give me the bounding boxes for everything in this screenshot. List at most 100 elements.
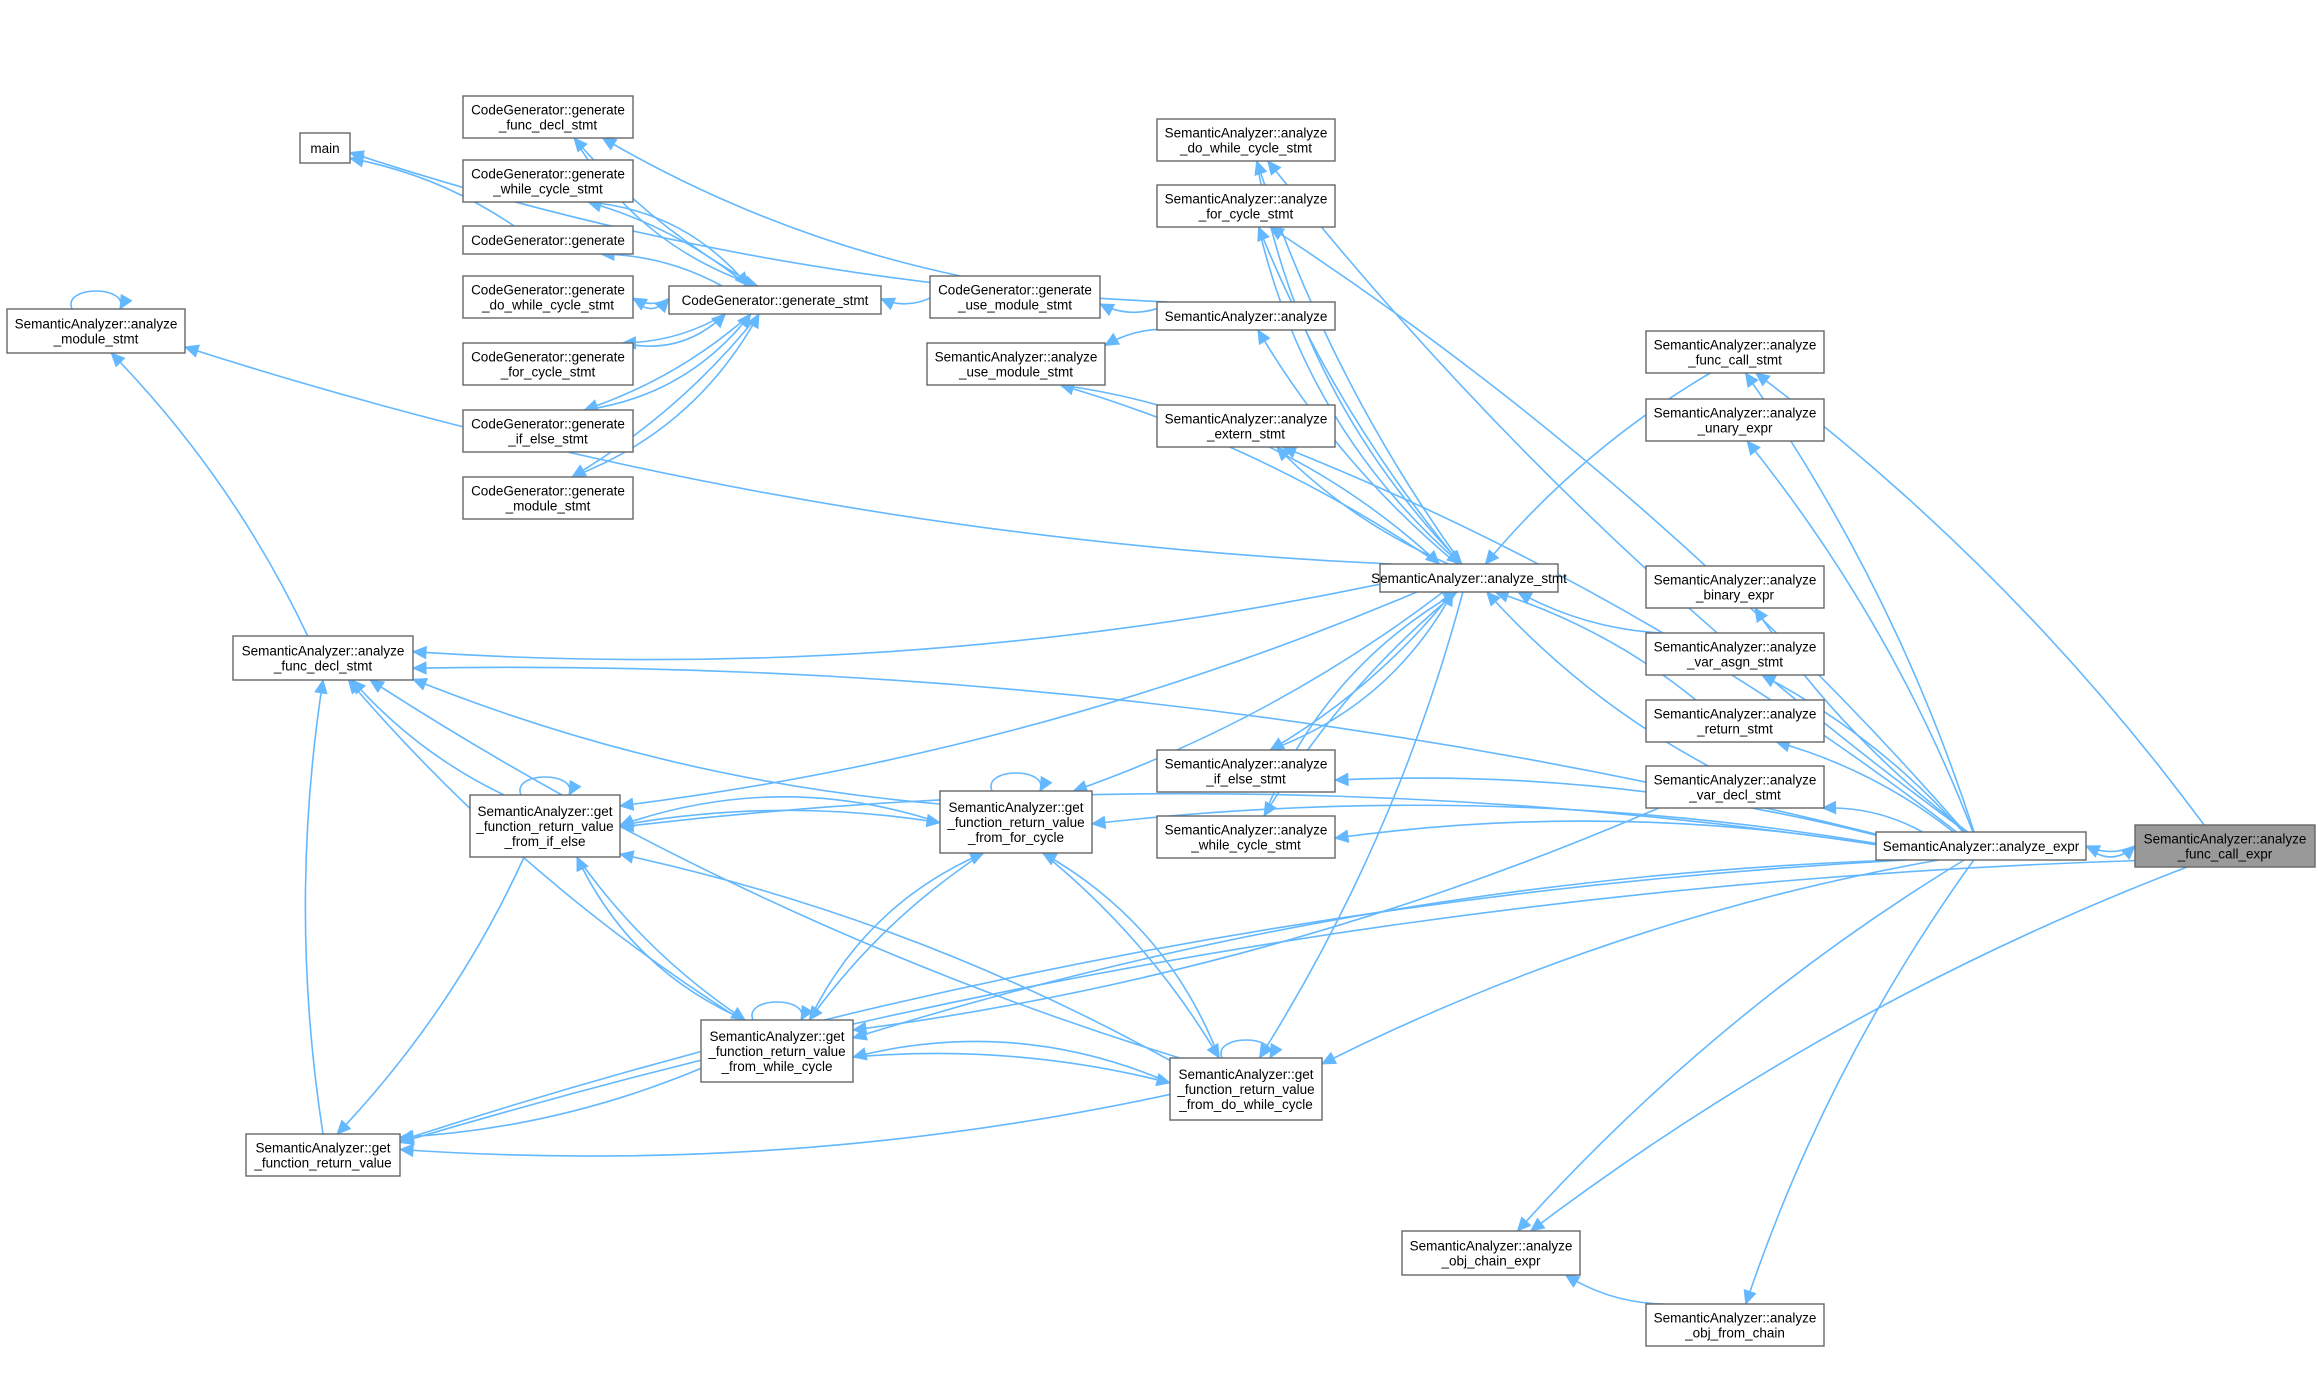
edge-sa_grv_while-to-sa_grv-line (399, 1067, 702, 1139)
edge-sa_expr-to-sa_if_else-line (1334, 777, 1877, 837)
node-sa-grv-if-else[interactable]: SemanticAnalyzer::get_function_return_va… (469, 794, 621, 858)
edge-sa_grv_if_else-to-sa_grv-line (336, 856, 525, 1135)
node-sa-unary[interactable]: SemanticAnalyzer::analyze_unary_expr (1645, 398, 1825, 442)
edge-cg_generate-to-main-arrowhead (348, 154, 365, 168)
edge-cg_gen_stmt-to-cg_gen_module (571, 313, 760, 478)
edge-sa_stmt-to-sa_grv_for-line (1073, 591, 1444, 792)
node-label-line: _func_call_expr (2177, 847, 2273, 862)
node-label-line: SemanticAnalyzer::analyze (242, 644, 405, 659)
node-label-line: SemanticAnalyzer::analyze (1165, 309, 1328, 324)
node-sa-func-call-expr[interactable]: SemanticAnalyzer::analyze_func_call_expr (2134, 824, 2316, 868)
node-sa-if-else[interactable]: SemanticAnalyzer::analyze_if_else_stmt (1156, 749, 1336, 793)
edge-sa_stmt-to-sa_module_stmt-arrowhead (183, 344, 200, 358)
node-box (1645, 699, 1825, 743)
node-sa-func-decl[interactable]: SemanticAnalyzer::analyze_func_decl_stmt (232, 635, 414, 681)
node-cg-gen-stmt[interactable]: CodeGenerator::generate_stmt (668, 285, 882, 315)
node-sa-expr[interactable]: SemanticAnalyzer::analyze_expr (1875, 831, 2087, 861)
edge-sa_func_call_expr-to-sa_func_call_stmt-arrowhead (1754, 372, 1771, 387)
node-sa-do-while[interactable]: SemanticAnalyzer::analyze_do_while_cycle… (1156, 118, 1336, 162)
edge-sa_expr-to-sa_var_decl-arrowhead (1821, 800, 1837, 815)
edge-sa_stmt-to-sa_extern-line (1276, 446, 1449, 565)
node-label-line: CodeGenerator::generate (471, 103, 625, 118)
edge-sa_stmt-to-sa_func_decl (411, 583, 1381, 661)
edge-sa_return-to-sa_stmt-line (1494, 591, 1697, 701)
node-sa-func-call-stmt[interactable]: SemanticAnalyzer::analyze_func_call_stmt (1645, 330, 1825, 374)
edge-cg_gen_do_while-to-cg_gen_stmt-arrowhead (654, 297, 670, 314)
node-cg-gen-module[interactable]: CodeGenerator::generate_module_stmt (462, 476, 634, 520)
edge-sa_expr-to-sa_obj_chain (1516, 859, 1965, 1232)
node-label-line: _obj_from_chain (1684, 1326, 1785, 1341)
node-sa-module-stmt[interactable]: SemanticAnalyzer::analyze_module_stmt (6, 308, 186, 354)
node-box (939, 790, 1093, 854)
edge-sa_stmt-to-sa_grv_if_else (618, 591, 1418, 811)
edge-sa_obj_from_chain-to-sa_obj_chain (1564, 1274, 1664, 1305)
edge-sa_expr-to-sa_extern-line (1282, 446, 1957, 833)
node-sa-binary[interactable]: SemanticAnalyzer::analyze_binary_expr (1645, 565, 1825, 609)
edge-sa_grv_do_while-to-sa_grv_for-line (1042, 852, 1221, 1059)
edge-cg_gen_stmt-to-cg_gen_module-arrowhead (571, 464, 588, 478)
edge-sa_grv_if_else-to-sa_func_decl (351, 679, 505, 796)
node-sa-grv-do-while[interactable]: SemanticAnalyzer::get_function_return_va… (1169, 1057, 1323, 1121)
edge-sa_func_decl-to-sa_module_stmt (110, 352, 309, 637)
node-label-line: SemanticAnalyzer::analyze (1165, 126, 1328, 141)
node-label-line: SemanticAnalyzer::get (709, 1029, 844, 1044)
node-label-line: _obj_chain_expr (1440, 1254, 1541, 1269)
node-sa-grv[interactable]: SemanticAnalyzer::get_function_return_va… (245, 1133, 401, 1177)
node-cg-gen-if-else[interactable]: CodeGenerator::generate_if_else_stmt (462, 409, 634, 453)
node-sa-var-asgn[interactable]: SemanticAnalyzer::analyze_var_asgn_stmt (1645, 632, 1825, 676)
edge-sa_var_decl-to-sa_grv_while (851, 807, 1660, 1036)
edge-sa_func_call_expr-to-sa_func_call_stmt-line (1755, 372, 2205, 826)
edge-sa_func_call_expr-to-sa_obj_chain (1529, 866, 2188, 1232)
edge-sa_grv_while-to-sa_grv_if_else (576, 855, 746, 1021)
edge-sa_stmt-to-sa_use_module-line (1060, 384, 1440, 565)
edge-sa_grv_if_else-to-sa_grv_for (619, 809, 942, 828)
node-label-line: SemanticAnalyzer::get (948, 800, 1083, 815)
node-label-line: _var_decl_stmt (1688, 788, 1781, 803)
node-sa-for-cycle[interactable]: SemanticAnalyzer::analyze_for_cycle_stmt (1156, 184, 1336, 228)
node-label-line: CodeGenerator::generate (471, 233, 625, 248)
node-sa-return[interactable]: SemanticAnalyzer::analyze_return_stmt (1645, 699, 1825, 743)
node-label-line: _var_asgn_stmt (1686, 655, 1783, 670)
edge-cg_gen_stmt-to-cg_gen_module-line (571, 313, 760, 478)
node-cg-generate[interactable]: CodeGenerator::generate (462, 225, 634, 255)
node-sa-while[interactable]: SemanticAnalyzer::analyze_while_cycle_st… (1156, 815, 1336, 859)
node-main[interactable]: main (299, 132, 351, 164)
edge-sa_func_call_expr-to-sa_func_call_stmt (1754, 372, 2205, 826)
node-box (462, 342, 634, 386)
node-sa-stmt[interactable]: SemanticAnalyzer::analyze_stmt (1371, 563, 1567, 593)
node-sa-grv-for[interactable]: SemanticAnalyzer::get_function_return_va… (939, 790, 1093, 854)
node-label-line: SemanticAnalyzer::analyze (1165, 757, 1328, 772)
edge-sa_grv_do_while-to-sa_grv_while-line (852, 1040, 1171, 1084)
node-sa-obj-chain[interactable]: SemanticAnalyzer::analyze_obj_chain_expr (1401, 1230, 1581, 1276)
node-box (1379, 563, 1559, 593)
edge-cg_gen_use_module-to-cg_gen_stmt (879, 297, 931, 311)
edge-sa_if_else-to-sa_stmt-line (1269, 591, 1454, 751)
node-box (1645, 765, 1825, 809)
edge-sa_grv_do_while-to-sa_grv_while (851, 1040, 1171, 1084)
node-box (1645, 398, 1825, 442)
edge-cg_gen_do_while-to-cg_gen_stmt (632, 297, 670, 314)
node-box (299, 132, 351, 164)
node-sa-use-module[interactable]: SemanticAnalyzer::analyze_use_module_stm… (926, 342, 1106, 386)
node-cg-gen-for[interactable]: CodeGenerator::generate_for_cycle_stmt (462, 342, 634, 386)
edge-cg_gen_use_module-to-cg_gen_func_decl-line (602, 137, 961, 277)
node-sa-obj-from-chain[interactable]: SemanticAnalyzer::analyze_obj_from_chain (1645, 1303, 1825, 1347)
node-cg-gen-do-while[interactable]: CodeGenerator::generate_do_while_cycle_s… (462, 275, 634, 319)
edge-sa_grv_for-to-sa_grv_if_else-arrowhead (618, 814, 635, 828)
node-cg-gen-while[interactable]: CodeGenerator::generate_while_cycle_stmt (462, 159, 634, 203)
node-sa-var-decl[interactable]: SemanticAnalyzer::analyze_var_decl_stmt (1645, 765, 1825, 809)
edge-sa_analyze-to-cg_gen_use_module-arrowhead (1098, 303, 1116, 317)
edge-sa_stmt-to-sa_if_else-arrowhead (1269, 737, 1286, 751)
node-sa-grv-while[interactable]: SemanticAnalyzer::get_function_return_va… (700, 1019, 854, 1083)
node-cg-gen-use-module[interactable]: CodeGenerator::generate_use_module_stmt (929, 275, 1101, 319)
node-cg-gen-func-decl[interactable]: CodeGenerator::generate_func_decl_stmt (462, 95, 634, 139)
edge-sa_obj_from_chain-to-sa_obj_chain-arrowhead (1564, 1274, 1581, 1288)
node-sa-extern[interactable]: SemanticAnalyzer::analyze_extern_stmt (1156, 404, 1336, 448)
node-sa-analyze[interactable]: SemanticAnalyzer::analyze (1156, 301, 1336, 331)
edge-sa_func_decl-to-sa_module_stmt-arrowhead (110, 352, 126, 368)
edge-sa_grv_while-to-sa_grv_while-arrowhead (800, 1004, 814, 1022)
node-label-line: SemanticAnalyzer::analyze (1654, 707, 1817, 722)
edge-sa_stmt-to-sa_func_decl-line (412, 583, 1381, 661)
edge-sa_expr-to-sa_unary-line (1746, 440, 1974, 833)
node-box (1156, 815, 1336, 859)
